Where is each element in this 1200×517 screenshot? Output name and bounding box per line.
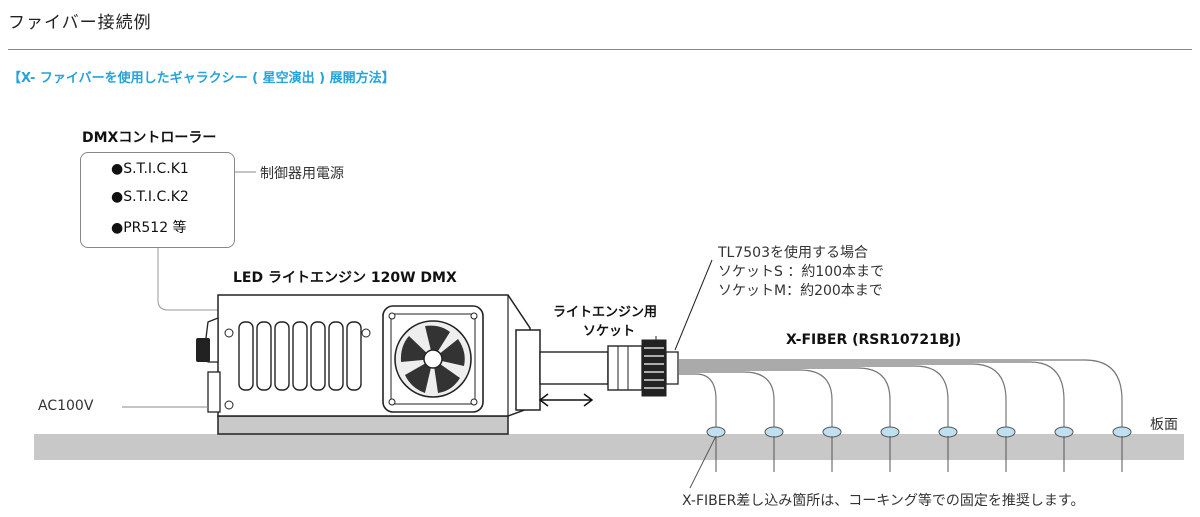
- fiber-tip: [822, 426, 842, 438]
- endpoint-callouts: [689, 435, 1123, 489]
- fiber-tip: [1054, 426, 1074, 438]
- fiber-tip: [764, 426, 784, 438]
- controller-title: DMXコントローラー: [82, 130, 217, 146]
- fiber-tip: [706, 426, 726, 438]
- fiber-tip: [938, 426, 958, 438]
- power-switch: [196, 317, 219, 363]
- note-line2: ソケットS ：約100本まで: [718, 264, 885, 280]
- engine-title: LED ライトエンジン 120W DMX: [233, 270, 457, 286]
- note-line3: ソケットM：約200本まで: [718, 283, 883, 299]
- note-line1: TL7503を使用する場合: [718, 245, 868, 261]
- page-title: ファイバー接続例: [8, 13, 152, 33]
- double-arrow-icon: [538, 393, 594, 407]
- footer-note: X-FIBER差し込み箇所は、コーキング等での固定を推奨します。: [682, 493, 1085, 509]
- power-inlet: [207, 371, 221, 413]
- dmx-cable: [157, 247, 218, 311]
- controller-item: ●S.T.I.C.K2: [111, 189, 189, 205]
- controller-power-label: 制御器用電源: [260, 166, 344, 182]
- board-surface: [34, 434, 1184, 460]
- fiber-tip: [1112, 426, 1132, 438]
- title-divider: [8, 49, 1192, 50]
- controller-item: ●PR512 等: [111, 220, 187, 236]
- fan-icon: [382, 305, 484, 413]
- note-leader-line: [674, 259, 713, 351]
- x-fiber-bundle: [678, 359, 1123, 428]
- socket-label-line2: ソケット: [583, 324, 636, 339]
- controller-box: ●S.T.I.C.K1 ●S.T.I.C.K2 ●PR512 等: [80, 152, 235, 248]
- fiber-label: X-FIBER (RSR10721BJ): [786, 332, 962, 348]
- light-engine: [196, 294, 541, 435]
- socket-label-line1: ライトエンジン用: [553, 305, 658, 320]
- controller-item: ●S.T.I.C.K1: [111, 161, 189, 177]
- fiber-tip: [880, 426, 900, 438]
- fiber-tip: [996, 426, 1016, 438]
- light-engine-socket: [539, 339, 679, 397]
- section-heading: 【X- ファイバーを使用したギャラクシー ( 星空演出 ) 展開方法】: [8, 71, 395, 86]
- board-label: 板面: [1150, 417, 1178, 433]
- ac-power-label: AC100V: [38, 398, 94, 414]
